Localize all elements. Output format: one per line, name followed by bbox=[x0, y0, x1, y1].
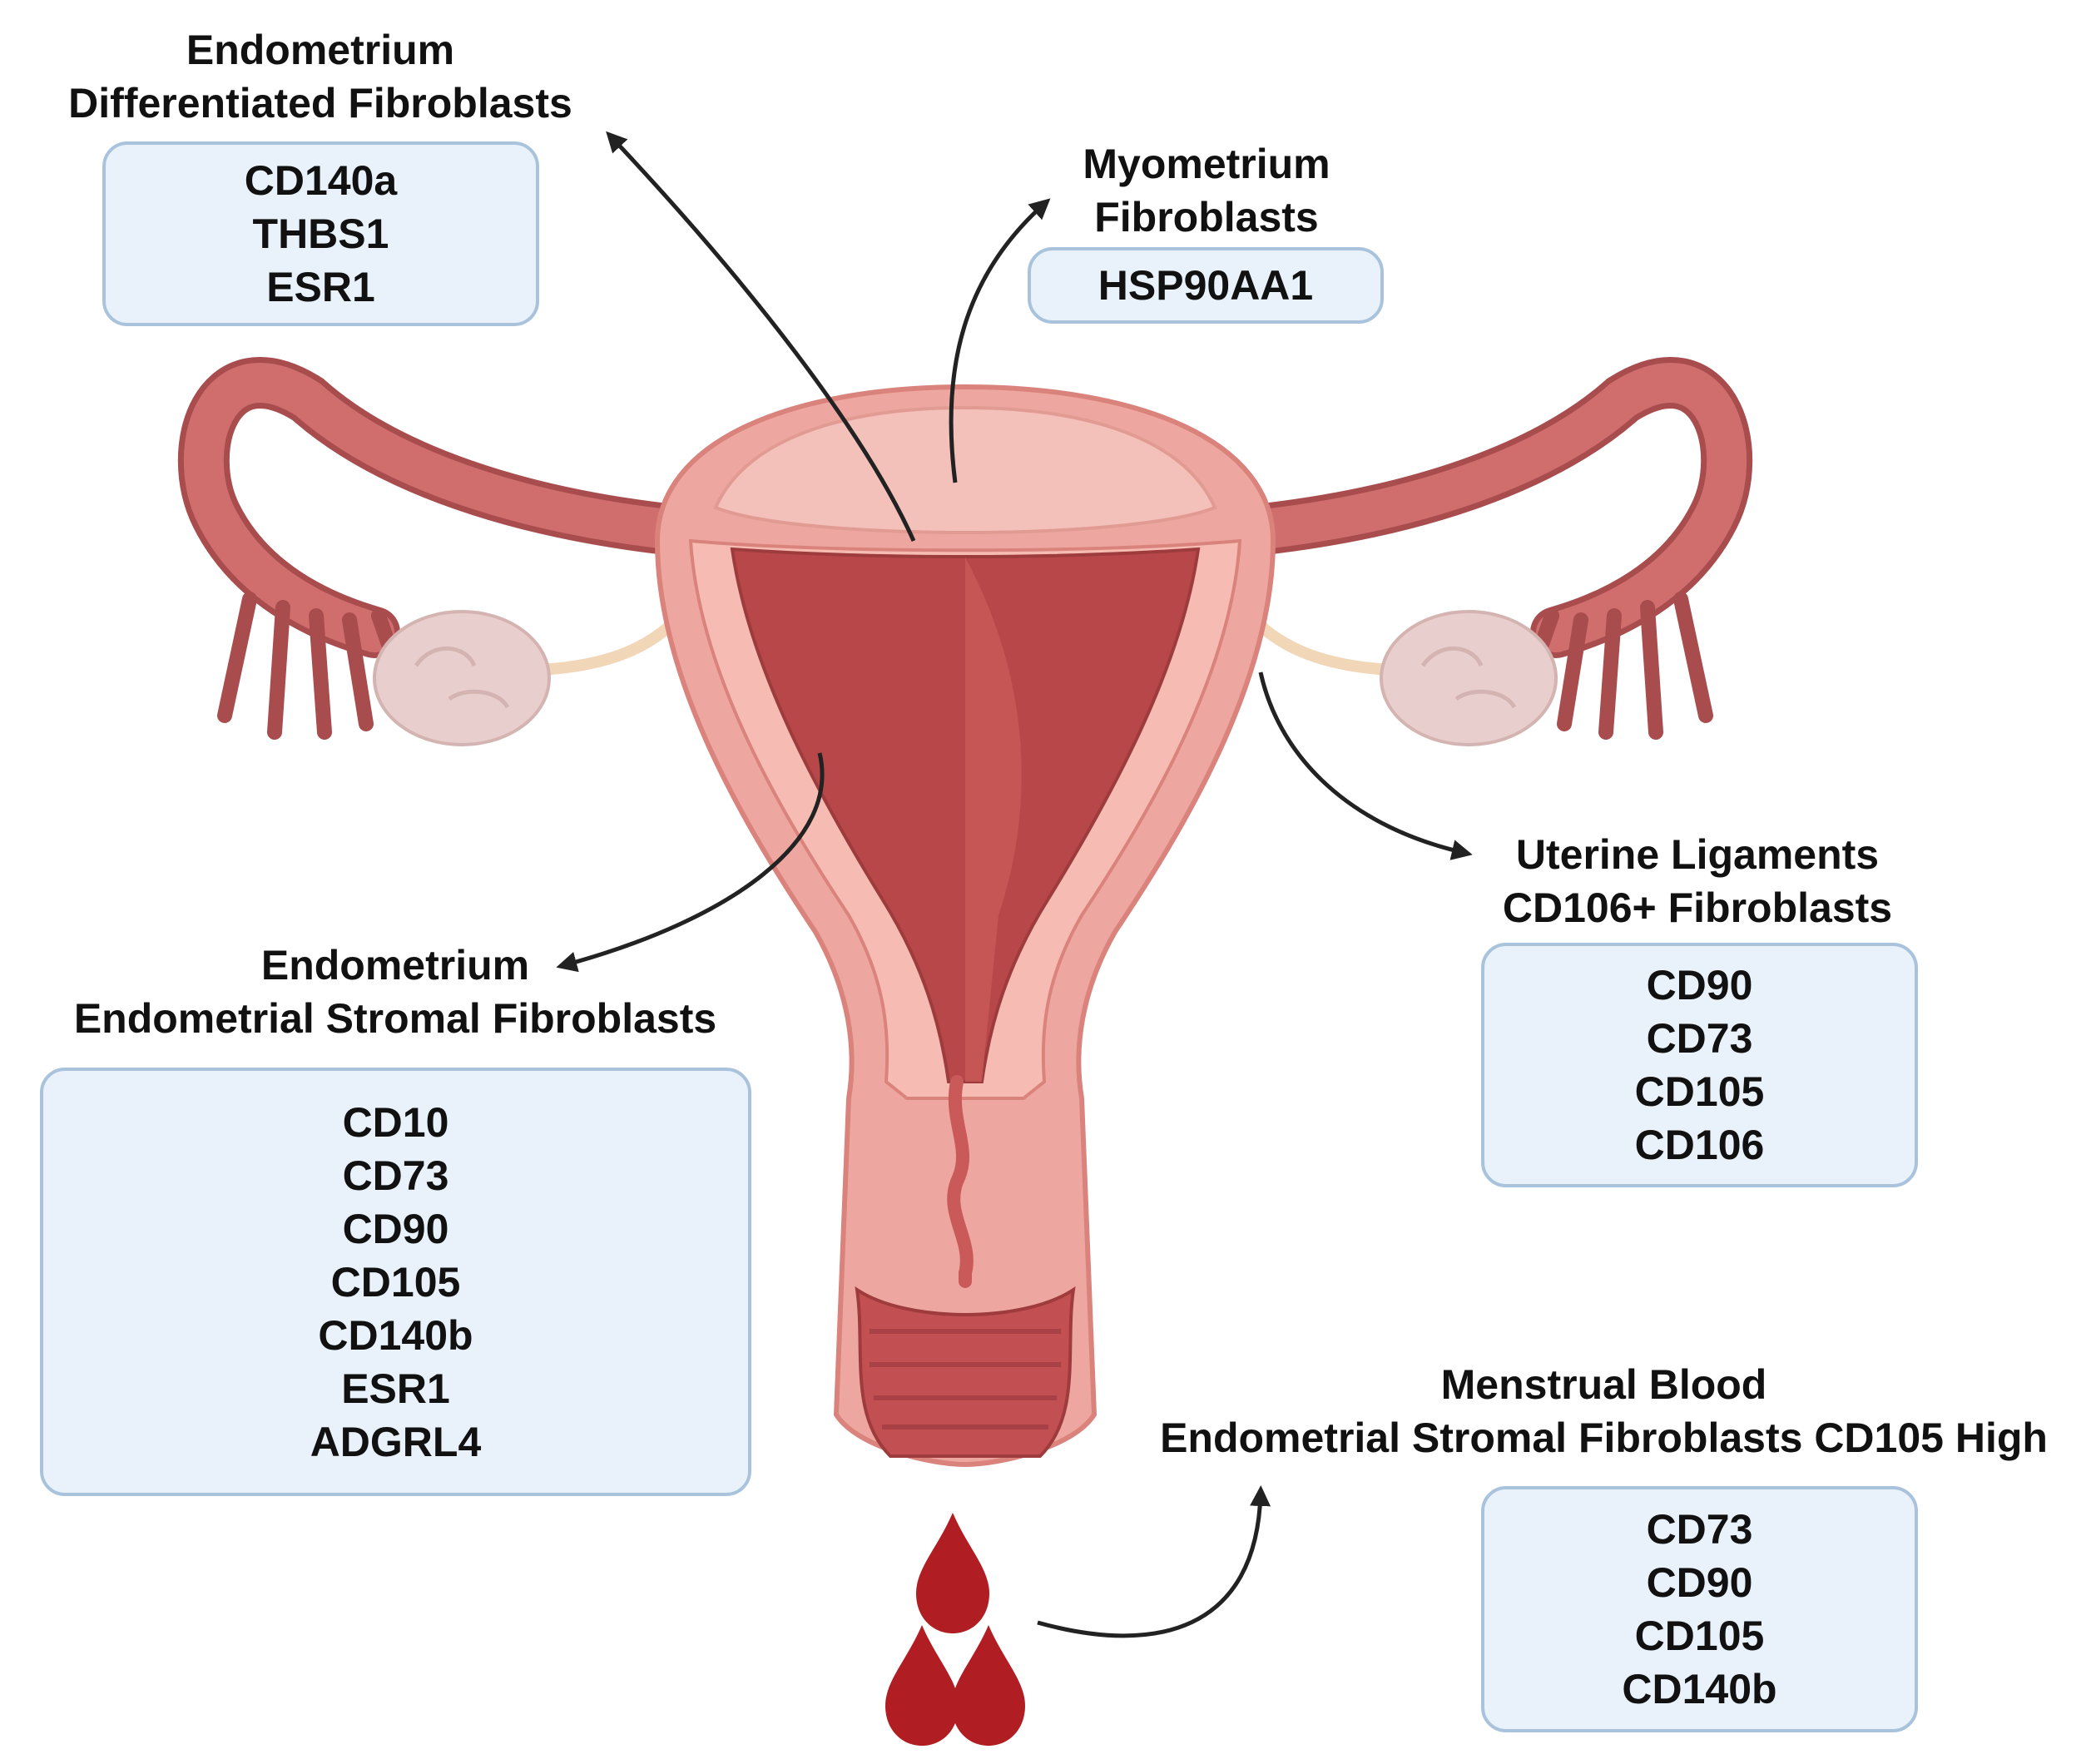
ovary-right bbox=[1380, 610, 1558, 746]
marker: CD10 bbox=[342, 1098, 449, 1146]
title-line: Fibroblasts bbox=[1094, 194, 1319, 240]
blood-drop-3 bbox=[952, 1625, 1025, 1746]
title-line: Endometrium bbox=[260, 942, 530, 989]
title-line: Myometrium bbox=[1083, 141, 1330, 187]
title-line: Endometrial Stromal Fibroblasts bbox=[73, 995, 717, 1042]
marker: CD140b bbox=[318, 1311, 473, 1359]
myometrium-markers: HSP90AA1 bbox=[1028, 247, 1384, 324]
menstrual-blood-title: Menstrual Blood Endometrial Stromal Fibr… bbox=[1119, 1358, 2089, 1464]
blood-drop-1 bbox=[916, 1513, 989, 1633]
arrow-uterine-ligaments bbox=[1258, 671, 1473, 860]
arrow-menstrual-blood bbox=[1037, 1485, 1271, 1638]
fallopian-tube-right bbox=[1206, 357, 1753, 740]
endometrium-differentiated-markers: CD140a THBS1 ESR1 bbox=[102, 141, 539, 326]
blood-drops bbox=[885, 1513, 1025, 1746]
arrow-endometrium-stromal bbox=[556, 752, 825, 973]
marker: ESR1 bbox=[341, 1365, 450, 1412]
fallopian-tube-left bbox=[177, 357, 725, 740]
title-line: Menstrual Blood bbox=[1440, 1361, 1767, 1408]
title-line: Endometrium bbox=[186, 27, 455, 73]
endometrium-differentiated-title: Endometrium Differentiated Fibroblasts bbox=[29, 23, 612, 130]
endometrium-stromal-title: Endometrium Endometrial Stromal Fibrobla… bbox=[37, 939, 753, 1045]
ovary-left bbox=[373, 610, 551, 746]
marker: ADGRL4 bbox=[310, 1418, 482, 1465]
marker: CD140b bbox=[1622, 1666, 1777, 1712]
marker: CD106 bbox=[1634, 1122, 1765, 1168]
endometrium-stromal-markers: CD10 CD73 CD90 CD105 CD140b ESR1 ADGRL4 bbox=[40, 1068, 751, 1496]
marker: CD105 bbox=[330, 1258, 461, 1306]
title-line: Endometrial Stromal Fibroblasts CD105 Hi… bbox=[1160, 1415, 2048, 1461]
uterine-ligaments-title: Uterine Ligaments CD106+ Fibroblasts bbox=[1464, 828, 1930, 934]
cervical-canal bbox=[947, 1075, 974, 1288]
marker: CD73 bbox=[1646, 1506, 1753, 1553]
marker: THBS1 bbox=[252, 211, 389, 257]
marker: CD90 bbox=[1646, 1559, 1753, 1606]
marker: CD105 bbox=[1634, 1613, 1765, 1659]
marker: HSP90AA1 bbox=[1098, 262, 1314, 309]
myometrium-title: Myometrium Fibroblasts bbox=[1028, 137, 1385, 244]
marker: ESR1 bbox=[266, 264, 375, 310]
menstrual-blood-markers: CD73 CD90 CD105 CD140b bbox=[1481, 1486, 1918, 1732]
marker: CD90 bbox=[1646, 962, 1753, 1008]
marker: CD73 bbox=[342, 1152, 449, 1199]
title-line: Uterine Ligaments bbox=[1515, 831, 1880, 878]
blood-drop-2 bbox=[885, 1625, 959, 1746]
marker: CD140a bbox=[244, 157, 398, 204]
title-line: Differentiated Fibroblasts bbox=[68, 80, 572, 126]
myometrium-fundus bbox=[713, 405, 1217, 534]
arrow-myometrium bbox=[949, 198, 1051, 483]
marker: CD90 bbox=[342, 1205, 449, 1252]
arrow-endometrium-differentiated bbox=[606, 131, 916, 543]
uterine-ligaments-markers: CD90 CD73 CD105 CD106 bbox=[1481, 943, 1918, 1187]
marker: CD105 bbox=[1634, 1068, 1765, 1115]
vaginal-canal bbox=[855, 1286, 1076, 1458]
title-line: CD106+ Fibroblasts bbox=[1502, 884, 1893, 931]
marker: CD73 bbox=[1646, 1015, 1753, 1062]
